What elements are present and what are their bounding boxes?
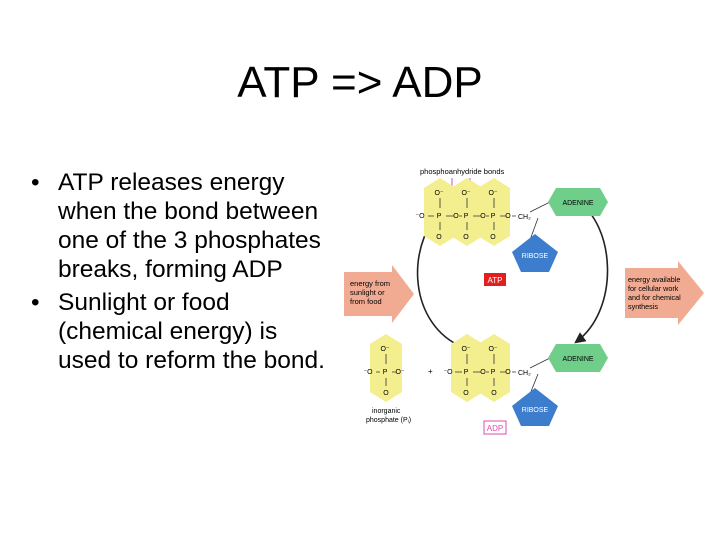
atom-label: P: [437, 213, 442, 220]
adp-molecule: O⁻ O⁻ P P ⁻O O O O O CH₂ ADENINE RIBOSE: [443, 334, 608, 426]
atom-label: O: [490, 234, 496, 241]
bullet-marker: •: [31, 289, 40, 316]
energy-out-label: and for chemical: [628, 293, 681, 302]
energy-in-arrow: [344, 265, 414, 323]
energy-in-label: from food: [350, 297, 382, 306]
atom-label: O: [505, 213, 511, 220]
energy-out-arrow: [625, 261, 704, 325]
atom-label: O: [480, 213, 486, 220]
atom-label: O⁻: [461, 346, 470, 353]
atp-tag: [484, 273, 506, 286]
adenine-label: ADENINE: [562, 356, 593, 363]
atp-tag-label: ATP: [488, 276, 503, 285]
adenine-label: ADENINE: [562, 200, 593, 207]
adenine-shape: [548, 188, 608, 216]
adenine-shape: [548, 344, 608, 372]
svg-text:energy from sunlight or: energy from sunlight or from food: [350, 279, 392, 306]
atp-adp-cycle-figure: energy from sunlight or from food energy…: [340, 160, 712, 445]
atom-label: O: [383, 390, 389, 397]
adp-tag: [483, 420, 507, 435]
energy-in-label: sunlight or: [350, 288, 385, 297]
atom-label: CH₂: [518, 370, 531, 377]
svg-text:O⁻ O⁻ P P: O⁻ O⁻ P P ⁻O O O O O: [443, 346, 512, 397]
bullet-item: • Sunlight or food (chemical energy) is …: [30, 288, 330, 375]
phosphate-group: [451, 334, 483, 402]
phosphate-group: [478, 178, 510, 246]
atom-label: P: [491, 213, 496, 220]
atom-label: P: [383, 369, 388, 376]
atom-label: O: [491, 390, 497, 397]
atom-label: O⁻: [488, 346, 497, 353]
atom-label: O⁻: [488, 190, 497, 197]
atom-label: O: [463, 390, 469, 397]
phosphate-group: [370, 334, 402, 402]
bullet-item: • ATP releases energy when the bond betw…: [30, 168, 330, 284]
atom-label: ⁻O: [415, 213, 425, 220]
atom-label: O⁻: [380, 346, 389, 353]
atom-label: O: [463, 234, 469, 241]
atp-molecule: O⁻ O⁻ O⁻ P P P O O O O O O ⁻O CH₂ ADENIN…: [415, 178, 608, 272]
bonds-label: phosphoanhydride bonds: [420, 167, 504, 176]
inorganic-label: inorganic: [372, 408, 401, 415]
atom-label: CH₂: [518, 214, 531, 221]
atom-label: O: [436, 234, 442, 241]
atp-bond-lines: [428, 198, 516, 230]
atom-label: O⁻: [461, 190, 470, 197]
cycle-arrow-right: [574, 199, 609, 344]
inorganic-label: phosphate (Pᵢ): [366, 417, 411, 424]
svg-text:O⁻ P ⁻O O⁻: O⁻ P ⁻O O⁻ O: [363, 346, 406, 397]
phosphate-group: [478, 334, 510, 402]
svg-text:O⁻ O⁻ O⁻ P: O⁻ O⁻ O⁻ P P P O O O O O O ⁻O: [415, 190, 512, 241]
ribose-shape: [512, 388, 558, 426]
atom-label: P: [464, 213, 469, 220]
atom-label: O: [453, 213, 459, 220]
svg-text:energy available for cellu: energy available for cellular work and f…: [628, 275, 683, 311]
ribose-label: RIBOSE: [522, 253, 549, 260]
atom-label: ⁻O: [363, 369, 373, 376]
bullet-list: • ATP releases energy when the bond betw…: [30, 168, 330, 375]
adp-bond-lines: [455, 354, 516, 386]
phosphate-group: [424, 178, 456, 246]
atom-label: P: [491, 369, 496, 376]
phosphate-group: [451, 178, 483, 246]
energy-out-label: synthesis: [628, 302, 658, 311]
ribose-label: RIBOSE: [522, 407, 549, 414]
energy-in-label: energy from: [350, 279, 390, 288]
bullet-marker: •: [31, 169, 40, 196]
plus-sign: +: [428, 367, 433, 376]
ribose-shape: [512, 234, 558, 272]
atom-label: O: [480, 369, 486, 376]
inorganic-phosphate: O⁻ P ⁻O O⁻ O inorganic phosphate (Pᵢ): [363, 334, 411, 424]
svg-text:inorganic phosphate (Pᵢ): inorganic phosphate (Pᵢ): [366, 408, 411, 424]
energy-out-label: for cellular work: [628, 284, 679, 293]
atom-label: O⁻: [395, 369, 404, 376]
bullet-text: ATP releases energy when the bond betwee…: [58, 169, 321, 283]
adp-tag-label: ADP: [487, 424, 503, 433]
atom-label: O: [505, 369, 511, 376]
slide-title: ATP => ADP: [237, 58, 483, 107]
atom-label: P: [464, 369, 469, 376]
energy-out-label: energy available: [628, 275, 680, 284]
atom-label: O⁻: [434, 190, 443, 197]
atp-cycle-diagram: energy from sunlight or from food energy…: [344, 167, 704, 435]
bullet-text: Sunlight or food (chemical energy) is us…: [58, 289, 325, 374]
atom-label: ⁻O: [443, 369, 453, 376]
